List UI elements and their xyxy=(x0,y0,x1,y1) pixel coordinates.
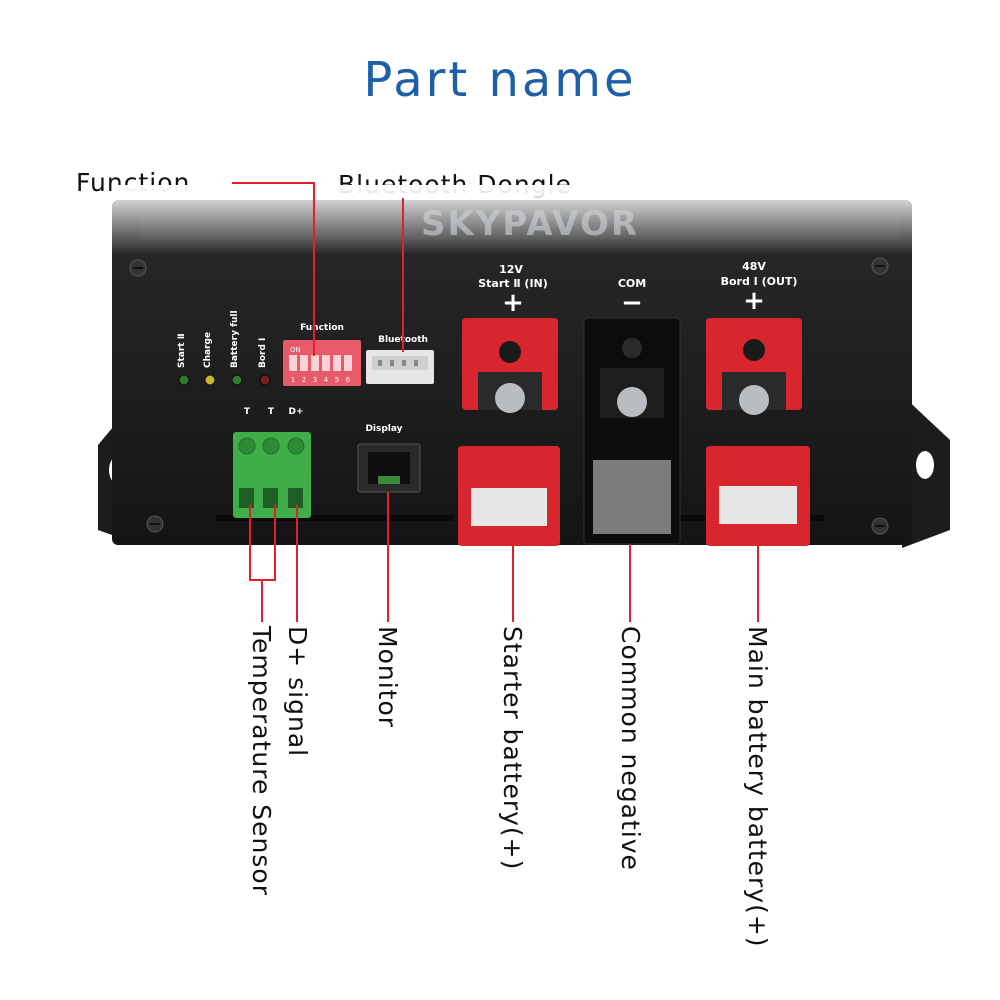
display-port[interactable] xyxy=(357,443,421,493)
corner-screw xyxy=(129,259,147,277)
terminal-out-voltage: 48V xyxy=(742,260,766,273)
dip-number: 4 xyxy=(324,376,329,384)
label-temperature-sensor: Temperature Sensor xyxy=(247,626,276,897)
label-main-battery: Main battery battery(+) xyxy=(743,626,772,948)
terminal-block[interactable] xyxy=(233,432,311,518)
corner-screw xyxy=(146,515,164,533)
dip-number: 1 xyxy=(291,376,295,384)
minus-icon: − xyxy=(621,288,643,318)
led-red-icon xyxy=(259,374,271,386)
led-green-icon xyxy=(178,374,190,386)
common-negative-terminal[interactable] xyxy=(583,317,681,545)
bluetooth-connector[interactable] xyxy=(366,350,434,384)
dip-number: 3 xyxy=(313,376,317,384)
dip-number: 2 xyxy=(302,376,306,384)
leader-lines xyxy=(232,182,759,622)
terminal-label-t2: T xyxy=(268,407,275,417)
led-label-charge: Charge xyxy=(203,332,213,368)
dip-number: 5 xyxy=(335,376,339,384)
terminal-label-t1: T xyxy=(244,407,251,417)
label-monitor: Monitor xyxy=(373,626,402,729)
corner-screw xyxy=(871,517,889,535)
plus-icon: + xyxy=(743,286,765,316)
terminal-com-name: COM xyxy=(618,277,646,290)
display-port-label: Display xyxy=(365,424,402,434)
terminal-label-dplus: D+ xyxy=(288,407,303,417)
page-title: Part name xyxy=(363,52,637,108)
mounting-flange-right xyxy=(902,395,950,548)
plus-icon: + xyxy=(502,288,524,318)
dip-number: 6 xyxy=(346,376,351,384)
label-d-plus-signal: D+ signal xyxy=(283,626,312,758)
watermark: SKYPAVOR xyxy=(421,204,639,244)
leader-line-function xyxy=(232,182,315,356)
corner-screw xyxy=(871,257,889,275)
terminal-in-voltage: 12V xyxy=(499,263,523,276)
dip-on-label: ON xyxy=(290,346,301,354)
main-battery-terminal[interactable] xyxy=(706,318,810,546)
terminal-in-name: Start Ⅱ (IN) xyxy=(478,277,548,290)
terminal-out-name: Bord Ⅰ (OUT) xyxy=(721,275,798,288)
label-common-negative: Common negative xyxy=(616,626,645,871)
label-starter-battery: Starter battery(+) xyxy=(498,626,527,871)
led-green-icon xyxy=(231,374,243,386)
led-yellow-icon xyxy=(204,374,216,386)
function-label: Function xyxy=(300,323,344,333)
led-label-bord: Bord Ⅰ xyxy=(258,338,268,368)
starter-battery-terminal[interactable] xyxy=(458,318,560,546)
dip-switch[interactable]: ON 1 2 3 4 5 6 xyxy=(283,340,361,386)
led-label-start: Start Ⅱ xyxy=(177,333,187,368)
led-label-battery-full: Battery full xyxy=(230,310,240,368)
